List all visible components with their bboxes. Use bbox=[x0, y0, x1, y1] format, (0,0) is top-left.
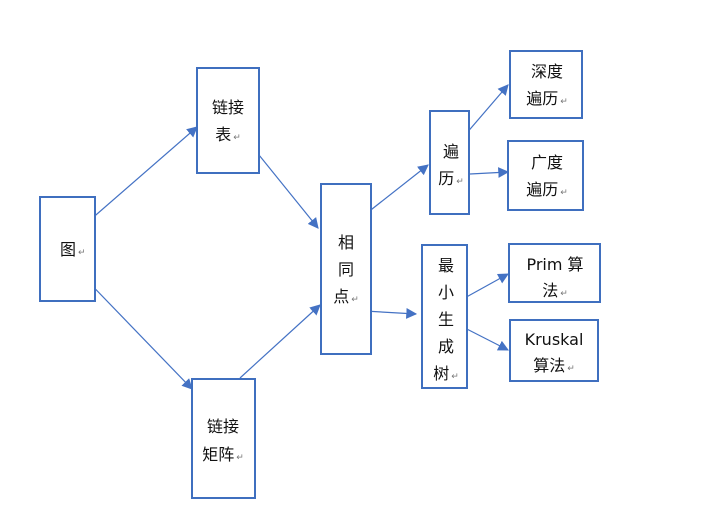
node-label-line: 遍 bbox=[443, 142, 459, 161]
node-graph: 图↵ bbox=[39, 196, 96, 302]
node-box bbox=[507, 140, 584, 211]
node-label-line: 链接 bbox=[212, 98, 244, 117]
node-box bbox=[196, 67, 260, 174]
node-label-line: 成 bbox=[438, 337, 454, 356]
node-label-line: 算法 bbox=[533, 356, 565, 375]
node-common-points: 相同点↵ bbox=[320, 183, 372, 355]
node-label-line: 链接 bbox=[207, 417, 239, 436]
paragraph-mark-icon: ↵ bbox=[78, 248, 86, 258]
node-box bbox=[509, 50, 583, 119]
paragraph-mark-icon: ↵ bbox=[236, 453, 244, 463]
node-label-line: 表 bbox=[215, 125, 231, 144]
node-label-line: 相 bbox=[338, 233, 354, 252]
node-label-line: 法 bbox=[542, 281, 558, 300]
paragraph-mark-icon: ↵ bbox=[560, 188, 568, 198]
node-label-line: Prim 算 bbox=[526, 255, 583, 274]
node-label: 链接表↵ bbox=[212, 98, 244, 144]
node-prim: Prim 算法↵ bbox=[508, 243, 601, 303]
node-traversal: 遍历↵ bbox=[429, 110, 470, 215]
node-label: 图↵ bbox=[60, 240, 86, 259]
paragraph-mark-icon: ↵ bbox=[456, 177, 464, 187]
node-adjacency-list: 链接表↵ bbox=[196, 67, 260, 174]
node-label-line: 矩阵 bbox=[202, 445, 234, 464]
node-box bbox=[509, 319, 599, 382]
node-mst: 最小生成树↵ bbox=[421, 244, 468, 389]
node-label-line: 遍历 bbox=[526, 89, 558, 108]
node-box bbox=[508, 243, 601, 303]
node-adjacency-matrix: 链接矩阵↵ bbox=[191, 378, 256, 499]
node-label: 相同点↵ bbox=[333, 233, 359, 306]
node-label: 广度遍历↵ bbox=[526, 153, 568, 199]
node-dfs: 深度遍历↵ bbox=[509, 50, 583, 119]
node-label: 最小生成树↵ bbox=[433, 256, 459, 383]
node-label-line: 遍历 bbox=[526, 180, 558, 199]
node-box bbox=[320, 183, 372, 355]
paragraph-mark-icon: ↵ bbox=[451, 372, 459, 382]
node-label-line: 树 bbox=[433, 364, 449, 383]
arrow-traversal-to-bfs bbox=[469, 167, 510, 178]
node-box bbox=[191, 378, 256, 499]
node-label-line: 广度 bbox=[531, 153, 563, 172]
node-box bbox=[421, 244, 468, 389]
node-label-line: 小 bbox=[438, 283, 454, 302]
node-box bbox=[39, 196, 96, 302]
node-label-line: 图 bbox=[60, 240, 76, 259]
paragraph-mark-icon: ↵ bbox=[560, 289, 568, 299]
node-label: Prim 算法↵ bbox=[526, 255, 583, 300]
node-label: 链接矩阵↵ bbox=[202, 417, 244, 464]
node-kruskal: Kruskal 算法↵ bbox=[509, 319, 599, 382]
node-label-line: 深度 bbox=[531, 62, 563, 81]
node-label: Kruskal 算法↵ bbox=[525, 330, 584, 375]
node-bfs: 广度遍历↵ bbox=[507, 140, 584, 211]
node-label: 深度遍历↵ bbox=[526, 62, 568, 108]
paragraph-mark-icon: ↵ bbox=[351, 295, 359, 305]
arrow-adjacency_matrix-to-common_points bbox=[239, 304, 321, 379]
node-label-line: 最 bbox=[438, 256, 454, 275]
paragraph-mark-icon: ↵ bbox=[560, 97, 568, 107]
node-label-line: 同 bbox=[338, 260, 354, 279]
paragraph-mark-icon: ↵ bbox=[233, 133, 241, 143]
node-label: 遍历↵ bbox=[438, 142, 464, 188]
arrow-graph-to-adjacency_matrix bbox=[77, 270, 193, 390]
node-label-line: 历 bbox=[438, 169, 454, 188]
arrow-mst-to-prim bbox=[460, 273, 509, 301]
nodes-layer: 图↵链接表↵链接矩阵↵相同点↵遍历↵深度遍历↵广度遍历↵最小生成树↵Prim 算… bbox=[39, 50, 601, 499]
paragraph-mark-icon: ↵ bbox=[567, 364, 575, 374]
node-box bbox=[429, 110, 470, 215]
node-label-line: 生 bbox=[438, 310, 454, 329]
node-label-line: Kruskal bbox=[525, 330, 584, 349]
node-label-line: 点 bbox=[333, 287, 349, 306]
